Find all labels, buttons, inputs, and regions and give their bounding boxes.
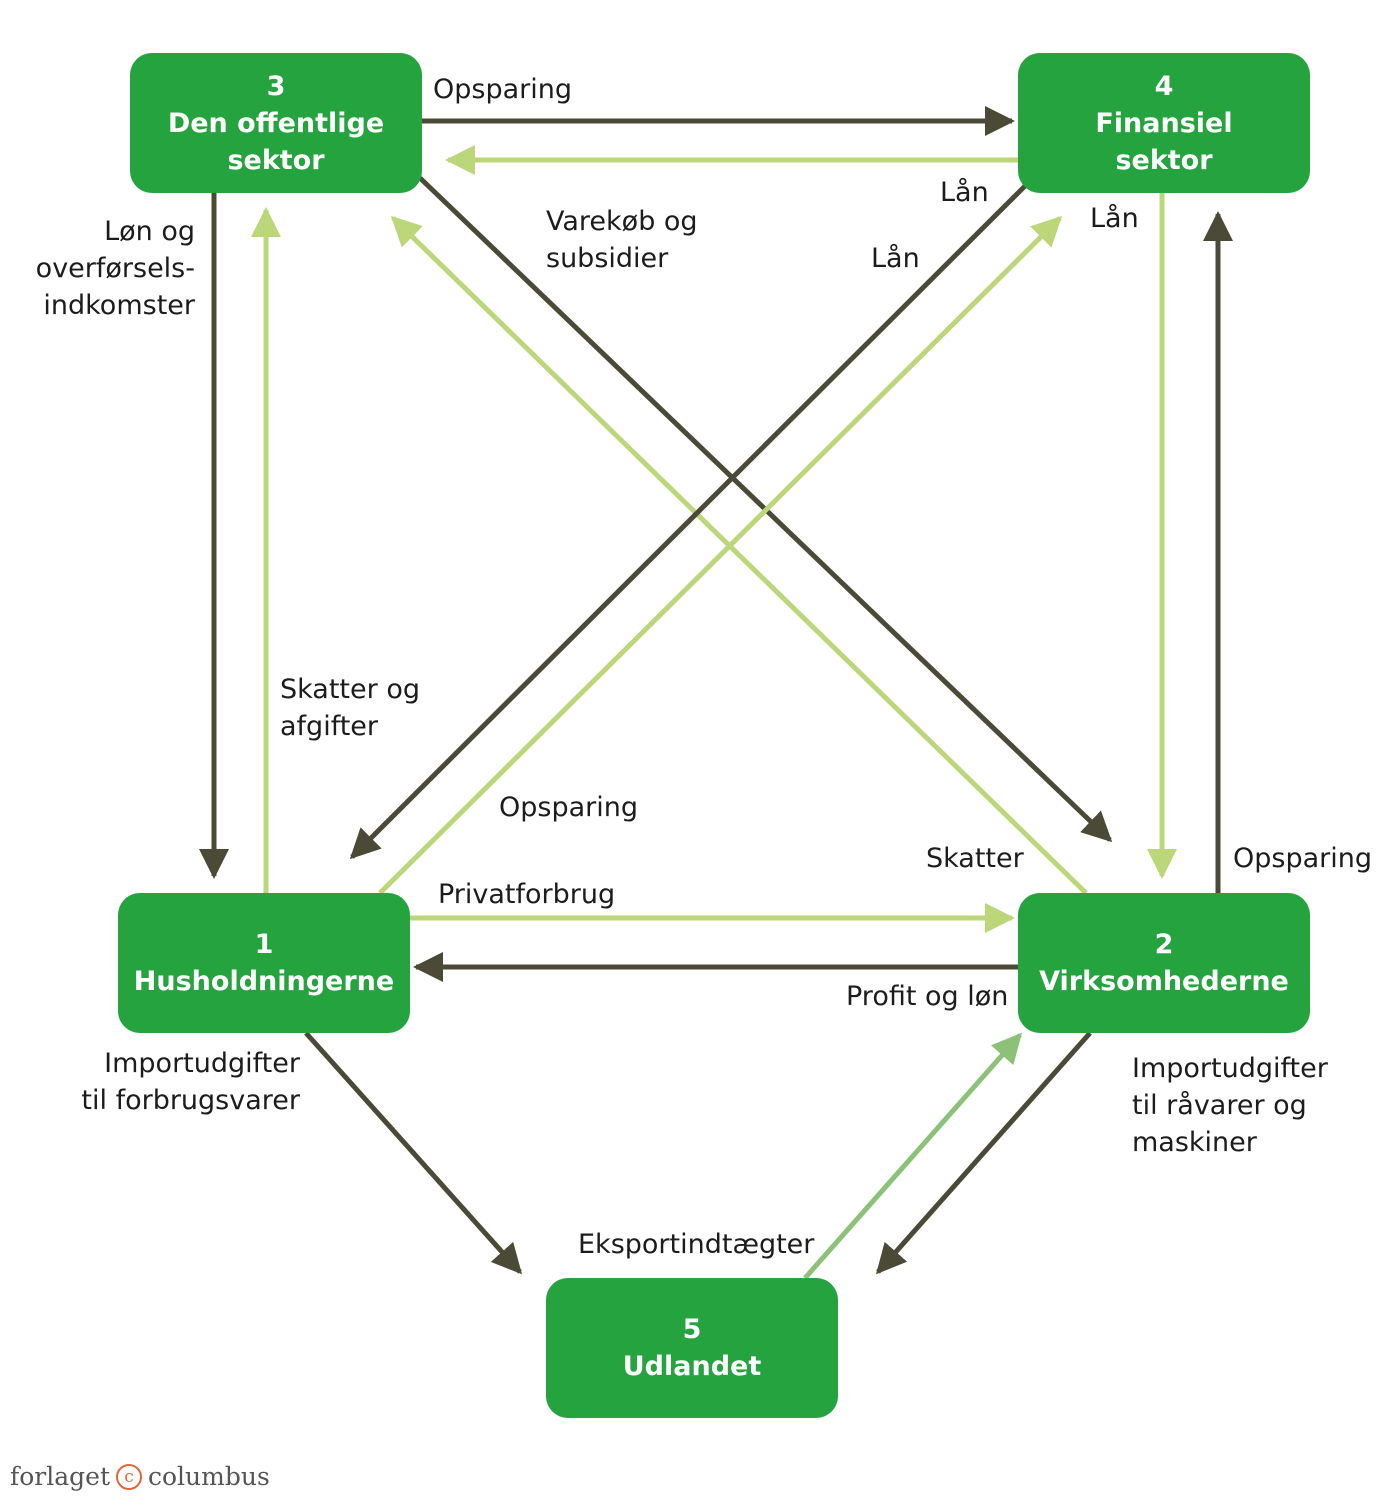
node-label: Finansiel xyxy=(1095,107,1233,139)
arrow-4-to-1-laan xyxy=(349,183,1028,860)
node-number: 3 xyxy=(266,70,286,102)
node-label: sektor xyxy=(227,144,325,176)
label-laan-right: Lån xyxy=(1090,203,1139,234)
node-companies: 2 Virksomhederne xyxy=(1018,893,1310,1033)
node-label: Den offentlige xyxy=(167,107,385,139)
node-financial-sector: 4 Finansiel sektor xyxy=(1018,53,1310,193)
label-line: Varekøb og xyxy=(546,206,698,237)
arrow-2-to-5-import xyxy=(876,1031,1092,1275)
label-skatter: Skatter xyxy=(926,843,1024,874)
label-skatter-afgifter: Skatter og afgifter xyxy=(280,671,420,745)
label-eksport: Eksportindtægter xyxy=(578,1229,815,1260)
node-label: Virksomhederne xyxy=(1039,966,1289,997)
label-line: Skatter og xyxy=(280,674,420,705)
node-households: 1 Husholdningerne xyxy=(118,893,410,1033)
arrow-1-to-5-import xyxy=(304,1031,523,1275)
arrow-2-to-3-skatter xyxy=(390,215,1088,895)
arrow-5-to-2-eksport xyxy=(803,1032,1022,1280)
label-profit: Profit og løn xyxy=(846,981,1009,1012)
copyright-icon: c xyxy=(116,1463,142,1490)
label-import-raavarer: Importudgifter til råvarer og maskiner xyxy=(1132,1050,1328,1161)
logo-text-left: forlaget xyxy=(10,1462,110,1491)
label-varekoeb: Varekøb og subsidier xyxy=(546,203,698,277)
label-line: overførsels- xyxy=(35,253,195,284)
label-line: indkomster xyxy=(43,290,195,321)
label-laan-mid: Lån xyxy=(871,243,920,274)
label-import-forbrug: Importudgifter til forbrugsvarer xyxy=(81,1045,300,1119)
logo-text-right: columbus xyxy=(148,1462,270,1491)
label-privatforbrug: Privatforbrug xyxy=(438,879,616,910)
label-laan-left: Lån xyxy=(940,177,989,208)
node-abroad: 5 Udlandet xyxy=(546,1278,838,1418)
label-line: maskiner xyxy=(1132,1127,1257,1158)
label-line: til forbrugsvarer xyxy=(81,1085,300,1116)
publisher-logo: forlaget c columbus xyxy=(10,1462,270,1491)
label-opsparing-mid: Opsparing xyxy=(499,792,638,823)
node-public-sector: 3 Den offentlige sektor xyxy=(130,53,422,193)
node-label: sektor xyxy=(1115,144,1213,176)
label-line: subsidier xyxy=(546,243,669,274)
label-line: Importudgifter xyxy=(104,1048,300,1079)
label-line: afgifter xyxy=(280,711,379,742)
label-loen: Løn og overførsels- indkomster xyxy=(36,213,195,324)
label-line: Importudgifter xyxy=(1132,1053,1328,1084)
node-number: 2 xyxy=(1154,929,1174,960)
label-opsparing-top: Opsparing xyxy=(433,74,572,105)
label-line: til råvarer og xyxy=(1132,1090,1307,1121)
node-label: Udlandet xyxy=(622,1351,762,1382)
node-number: 4 xyxy=(1154,70,1174,102)
label-opsparing-right: Opsparing xyxy=(1233,843,1372,874)
label-line: Løn og xyxy=(104,216,195,247)
node-label: Husholdningerne xyxy=(133,966,395,997)
node-number: 5 xyxy=(682,1314,702,1345)
node-number: 1 xyxy=(254,929,274,960)
arrow-1-to-4-opsparing xyxy=(378,215,1063,895)
